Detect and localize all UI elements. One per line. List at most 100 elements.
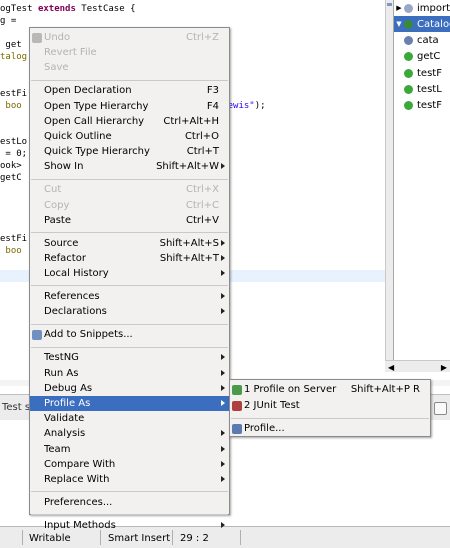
outline-item[interactable]: cata bbox=[394, 33, 450, 49]
tree-expander-icon[interactable]: ▶ bbox=[396, 4, 402, 12]
menu-item-debug-as[interactable]: Debug As bbox=[30, 381, 229, 396]
submenu-arrow-icon bbox=[221, 255, 225, 261]
menu-item-label: Open Call Hierarchy bbox=[44, 115, 145, 127]
menu-item-compare-with[interactable]: Compare With bbox=[30, 457, 229, 472]
menu-item-declarations[interactable]: Declarations bbox=[30, 304, 229, 319]
overview-ruler-mark[interactable] bbox=[387, 3, 392, 6]
outline-member-icon bbox=[404, 3, 413, 13]
outline-item-label: import bbox=[417, 2, 450, 14]
submenu-arrow-icon bbox=[221, 270, 225, 277]
scroll-right-icon[interactable]: ▶ bbox=[440, 363, 447, 372]
code-token: extends bbox=[37, 4, 76, 14]
menu-item-replace-with[interactable]: Replace With bbox=[30, 472, 229, 487]
menu-item-run-as[interactable]: Run As bbox=[30, 366, 229, 381]
submenu-arrow-icon bbox=[221, 460, 225, 467]
outline-item-label: Catalog bbox=[417, 18, 450, 30]
outline-item[interactable]: getC bbox=[394, 49, 450, 65]
outline-view[interactable]: ▶import▼CatalogcatagetCtestFtestLtestF bbox=[393, 0, 450, 360]
menu-item-revert-file[interactable]: Revert File bbox=[30, 45, 229, 60]
menu-item-profile[interactable]: Profile... bbox=[230, 421, 430, 436]
code-token: boo bbox=[0, 246, 22, 256]
menu-item-accelerator: F3 bbox=[206, 85, 219, 97]
menu-item-accelerator: F4 bbox=[206, 100, 219, 112]
code-line: talog bbox=[0, 52, 27, 62]
outline-member-icon bbox=[404, 19, 413, 29]
menu-separator bbox=[31, 285, 228, 287]
tree-expander-icon[interactable]: ▼ bbox=[396, 20, 402, 29]
outline-item[interactable]: testL bbox=[394, 82, 450, 98]
menu-item-testng[interactable]: TestNG bbox=[30, 350, 229, 365]
menu-item-label: Add to Snippets... bbox=[44, 329, 133, 341]
scroll-left-icon[interactable]: ◀ bbox=[388, 363, 395, 372]
menu-item-accelerator: Shift+Alt+S bbox=[159, 237, 219, 249]
code-token: getC bbox=[0, 173, 22, 184]
menu-item-save[interactable]: Save bbox=[30, 60, 229, 75]
outline-item[interactable]: ▼ Catalog bbox=[394, 16, 450, 33]
status-separator bbox=[100, 530, 101, 545]
code-line: estFi bbox=[0, 89, 27, 99]
editor-vertical-scrollbar[interactable] bbox=[385, 0, 394, 370]
outline-item-label: getC bbox=[417, 51, 441, 63]
menu-item-accelerator: Shift+Alt+P R bbox=[350, 384, 420, 395]
menu-separator bbox=[31, 178, 228, 180]
code-token: = 0; bbox=[0, 149, 28, 160]
submenu-arrow-icon bbox=[221, 308, 225, 315]
menu-item-input-methods[interactable]: Input Methods bbox=[30, 518, 229, 533]
menu-item-label: Input Methods bbox=[44, 520, 116, 531]
menu-item-validate[interactable]: Validate bbox=[30, 411, 229, 426]
submenu-arrow-icon bbox=[221, 400, 225, 406]
menu-item-2-junit-test[interactable]: 2 JUnit Test bbox=[230, 398, 430, 413]
menu-item-local-history[interactable]: Local History bbox=[30, 266, 229, 281]
menu-item-add-to-snippets[interactable]: Add to Snippets... bbox=[30, 327, 229, 342]
status-separator bbox=[240, 530, 241, 545]
minimize-icon[interactable] bbox=[434, 402, 447, 415]
menu-separator bbox=[31, 491, 228, 493]
undo-icon bbox=[32, 33, 42, 43]
menu-item-label: Debug As bbox=[44, 382, 93, 394]
menu-item-preferences[interactable]: Preferences... bbox=[30, 495, 229, 510]
menu-item-label: Local History bbox=[44, 268, 109, 280]
code-token: estLo bbox=[0, 137, 28, 148]
submenu-arrow-icon bbox=[221, 522, 225, 528]
menu-separator bbox=[31, 346, 228, 348]
menu-item-accelerator: Shift+Alt+T bbox=[159, 253, 219, 264]
menu-item-accelerator: Ctrl+X bbox=[185, 184, 219, 196]
menu-item-analysis[interactable]: Analysis bbox=[30, 426, 229, 441]
menu-item-team[interactable]: Team bbox=[30, 442, 229, 457]
outline-horizontal-scrollbar[interactable]: ◀ ▶ bbox=[385, 360, 450, 372]
menu-item-label: Validate bbox=[44, 413, 85, 425]
menu-item-label: Run As bbox=[44, 367, 79, 379]
menu-item-label: Paste bbox=[44, 214, 71, 226]
status-writable: Writable bbox=[29, 533, 71, 544]
submenu-arrow-icon bbox=[221, 476, 225, 482]
code-line: estFi bbox=[0, 234, 27, 244]
status-bar: Writable Smart Insert 29 : 2 bbox=[0, 526, 450, 548]
outline-item[interactable]: ▶ import bbox=[394, 0, 450, 16]
outline-item[interactable]: testF bbox=[394, 98, 450, 114]
tab-test-suite[interactable]: Test suit bbox=[2, 402, 44, 413]
menu-item-references[interactable]: References bbox=[30, 289, 229, 304]
code-line: boo bbox=[0, 246, 22, 256]
code-token: ook> bbox=[0, 161, 22, 172]
submenu-arrow-icon bbox=[221, 430, 225, 437]
outline-item-label: testF bbox=[417, 100, 442, 112]
profile-icon bbox=[232, 424, 242, 434]
outline-item[interactable]: testF bbox=[394, 65, 450, 81]
menu-item-label: Quick Outline bbox=[44, 131, 112, 142]
code-line: = 0; bbox=[0, 149, 27, 159]
menu-item-label: Undo bbox=[44, 32, 71, 43]
menu-item-profile-as[interactable]: Profile As bbox=[30, 396, 229, 411]
